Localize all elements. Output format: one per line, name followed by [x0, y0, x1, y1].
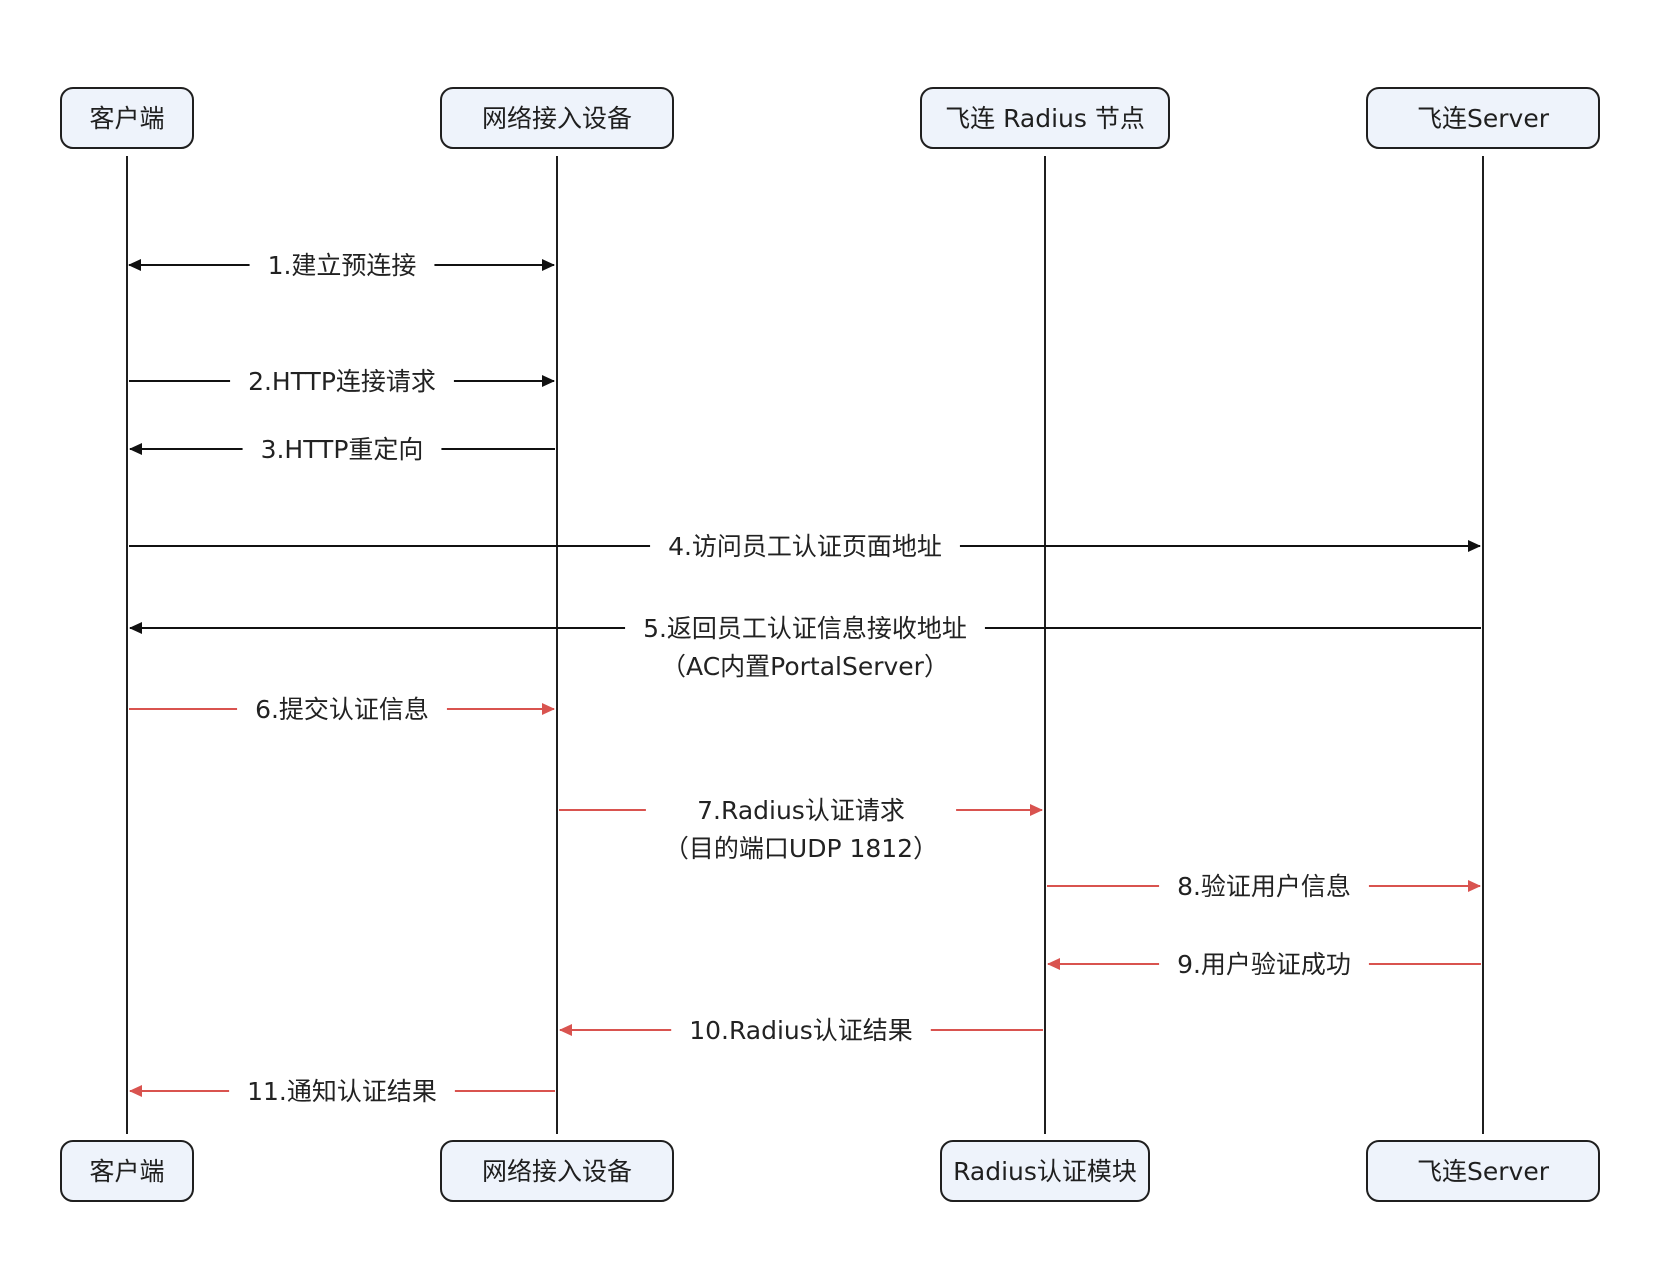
message-11: 11.通知认证结果	[129, 1077, 555, 1106]
message-label: 11.通知认证结果	[247, 1077, 437, 1106]
message-label: 5.返回员工认证信息接收地址	[643, 614, 967, 643]
message-6: 6.提交认证信息	[129, 695, 555, 724]
actor-label: 网络接入设备	[482, 1157, 632, 1186]
actor-label: 网络接入设备	[482, 104, 632, 133]
actor-label: Radius认证模块	[953, 1157, 1137, 1186]
actor-label: 飞连 Radius 节点	[945, 104, 1145, 133]
message-label: 9.用户验证成功	[1177, 950, 1351, 979]
message-label: 2.HTTP连接请求	[248, 367, 436, 396]
message-1: 1.建立预连接	[128, 251, 555, 280]
actor-box	[440, 87, 674, 149]
message-label: 3.HTTP重定向	[261, 435, 424, 464]
message-label: （目的端口UDP 1812）	[664, 834, 938, 863]
actor-label: 客户端	[89, 1157, 164, 1186]
actor-box	[440, 1140, 674, 1202]
actor-box	[1366, 1140, 1600, 1202]
actor-server-top: 飞连Server	[1366, 87, 1600, 149]
actor-box	[60, 1140, 194, 1202]
actors-bottom: 客户端 网络接入设备 Radius认证模块 飞连Server	[60, 1140, 1600, 1202]
actor-label: 飞连Server	[1417, 1157, 1550, 1186]
message-5: 5.返回员工认证信息接收地址 （AC内置PortalServer）	[129, 614, 1481, 681]
message-label: 1.建立预连接	[268, 251, 417, 280]
actor-label: 飞连Server	[1417, 104, 1550, 133]
actor-client-top: 客户端	[60, 87, 194, 149]
actor-client-bottom: 客户端	[60, 1140, 194, 1202]
message-4: 4.访问员工认证页面地址	[129, 532, 1481, 561]
actor-box	[60, 87, 194, 149]
lifelines	[126, 156, 1484, 1134]
message-label: 7.Radius认证请求	[697, 796, 905, 825]
actor-nas-bottom: 网络接入设备	[440, 1140, 674, 1202]
message-2: 2.HTTP连接请求	[129, 367, 555, 396]
message-3: 3.HTTP重定向	[129, 435, 555, 464]
messages: 1.建立预连接 2.HTTP连接请求 3.HTTP重定向 4.访问员工认证页面地址 5.…	[128, 251, 1481, 1106]
message-7: 7.Radius认证请求 （目的端口UDP 1812）	[559, 796, 1043, 863]
message-label: 10.Radius认证结果	[689, 1016, 913, 1045]
actor-server-bottom: 飞连Server	[1366, 1140, 1600, 1202]
actor-box	[920, 87, 1170, 149]
actor-radius-bottom: Radius认证模块	[940, 1140, 1150, 1202]
message-9: 9.用户验证成功	[1047, 950, 1481, 979]
actor-box	[940, 1140, 1150, 1202]
message-label: （AC内置PortalServer）	[661, 652, 949, 681]
message-8: 8.验证用户信息	[1047, 872, 1481, 901]
actor-label: 客户端	[89, 104, 164, 133]
message-10: 10.Radius认证结果	[559, 1016, 1043, 1045]
message-label: 6.提交认证信息	[255, 695, 429, 724]
actor-radius-top: 飞连 Radius 节点	[920, 87, 1170, 149]
message-label: 8.验证用户信息	[1177, 872, 1351, 901]
actors-top: 客户端 网络接入设备 飞连 Radius 节点 飞连Server	[60, 87, 1600, 149]
actor-box	[1366, 87, 1600, 149]
message-label: 4.访问员工认证页面地址	[668, 532, 942, 561]
actor-nas-top: 网络接入设备	[440, 87, 674, 149]
